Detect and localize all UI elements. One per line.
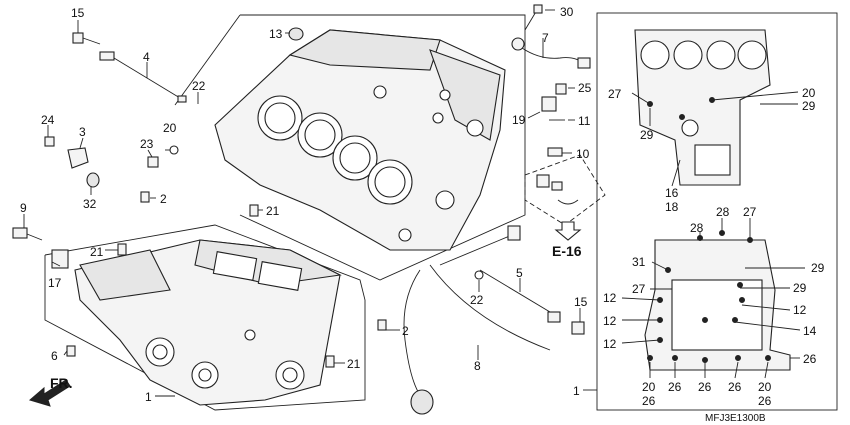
callout-p27a: 27 — [608, 87, 622, 101]
switch-10 — [547, 147, 563, 157]
bolt-24 — [44, 136, 55, 147]
sensor-19 — [541, 96, 557, 112]
callout-p27c: 27 — [632, 282, 646, 296]
reference-arrow — [554, 221, 582, 241]
sensor-25 — [555, 83, 567, 95]
dowel-21 — [117, 204, 335, 368]
callout-c6: 6 — [51, 349, 58, 363]
filter-17 — [51, 249, 69, 269]
bolt-23 — [147, 156, 159, 168]
reference-label: E-16 — [552, 243, 582, 259]
callout-p31: 31 — [632, 255, 646, 269]
callout-p18: 18 — [665, 200, 679, 214]
washer-22-lower — [474, 270, 484, 280]
bolt-15-lower — [571, 321, 585, 335]
front-label: FR. — [50, 375, 73, 391]
callout-c25: 25 — [578, 81, 592, 95]
callout-p14: 14 — [803, 324, 817, 338]
callout-c7: 7 — [542, 31, 549, 45]
callout-p12d: 12 — [603, 337, 617, 351]
right-view-panel — [596, 12, 838, 411]
callout-p20b: 20 — [642, 380, 656, 394]
callout-c17: 17 — [48, 276, 62, 290]
callout-c21b: 21 — [90, 245, 104, 259]
callout-c22b: 22 — [470, 293, 484, 307]
callout-c1b: 1 — [573, 384, 580, 398]
callout-p26a: 26 — [803, 352, 817, 366]
upper-crankcase-outline — [239, 14, 526, 281]
dowel-6 — [66, 345, 76, 357]
bracket-3 — [67, 147, 89, 169]
callout-c30: 30 — [560, 5, 574, 19]
callout-c13: 13 — [269, 27, 283, 41]
callout-c21a: 21 — [266, 204, 280, 218]
front-arrow-icon — [28, 379, 71, 407]
callout-p29b: 29 — [802, 99, 816, 113]
callout-p29a: 29 — [640, 128, 654, 142]
callout-c3: 3 — [79, 125, 86, 139]
callout-p27b: 27 — [743, 205, 757, 219]
callout-p12c: 12 — [603, 314, 617, 328]
callout-labels: 15 30 13 4 7 22 25 24 3 20 23 19 11 10 3… — [20, 5, 825, 408]
callout-c21c: 21 — [347, 357, 361, 371]
bolt-30 — [524, 4, 543, 31]
bolt-15-top — [72, 32, 101, 45]
callout-c15b: 15 — [574, 295, 588, 309]
callout-c9: 9 — [20, 201, 27, 215]
right-lower-view — [644, 230, 791, 371]
callout-c5: 5 — [516, 266, 523, 280]
callout-p26e: 26 — [728, 380, 742, 394]
oil-seal-13 — [288, 27, 304, 41]
callout-p26f: 26 — [758, 394, 772, 408]
callout-c8: 8 — [474, 359, 481, 373]
switch-9 — [12, 227, 43, 241]
callout-p20a: 20 — [802, 86, 816, 100]
callout-c2a: 2 — [160, 192, 167, 206]
dowel-2-lower — [377, 319, 387, 331]
sensor-wire-7 — [511, 37, 591, 69]
callout-c19: 19 — [512, 113, 526, 127]
callout-p26d: 26 — [698, 380, 712, 394]
callout-p16: 16 — [665, 186, 679, 200]
callout-p29c: 29 — [811, 261, 825, 275]
callout-c1a: 1 — [145, 390, 152, 404]
upper-crankcase-outline-left — [174, 14, 241, 106]
callout-c23: 23 — [140, 137, 154, 151]
right-upper-view — [634, 29, 771, 186]
callout-c15a: 15 — [71, 6, 85, 20]
callout-p29d: 29 — [793, 281, 807, 295]
callout-p12b: 12 — [793, 303, 807, 317]
callout-c32: 32 — [83, 197, 97, 211]
washer-20 — [169, 145, 179, 155]
callout-p26c: 26 — [668, 380, 682, 394]
diagram-code: MFJ3E1300B — [705, 413, 766, 424]
callout-p28b: 28 — [716, 205, 730, 219]
callout-c22a: 22 — [192, 79, 206, 93]
breather-hose-8 — [403, 225, 551, 415]
oring-32 — [86, 172, 100, 188]
callout-c10: 10 — [576, 147, 590, 161]
sensor-group-parts — [536, 174, 579, 205]
callout-p12a: 12 — [603, 291, 617, 305]
callout-p26b: 26 — [642, 394, 656, 408]
callout-p28a: 28 — [690, 221, 704, 235]
callout-c2b: 2 — [402, 324, 409, 338]
callout-c24: 24 — [41, 113, 55, 127]
callout-c11: 11 — [578, 114, 591, 128]
callout-c4: 4 — [143, 50, 150, 64]
callout-c20a: 20 — [163, 121, 177, 135]
rod-5 — [479, 269, 561, 323]
callout-p20c: 20 — [758, 380, 772, 394]
sensor-dashed-group — [524, 154, 606, 226]
upper-crankcase — [214, 29, 506, 251]
leader-lines — [23, 9, 805, 397]
lower-crankcase — [74, 239, 342, 406]
lower-crankcase-outline — [44, 224, 366, 411]
dowel-2-upper — [140, 191, 150, 203]
